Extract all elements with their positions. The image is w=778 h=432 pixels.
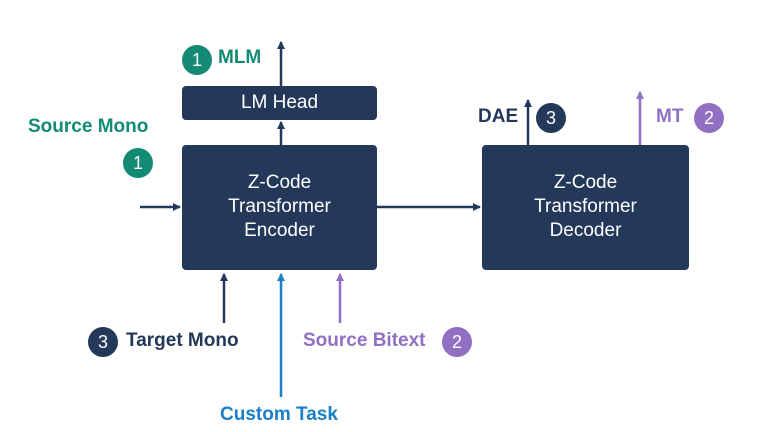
custom-task-label: Custom Task [220,404,338,425]
mt-label: MT [656,106,684,127]
encoder-box: Z-Code Transformer Encoder [182,145,377,270]
encoder-line-2: Transformer [228,196,331,217]
decoder-line-3: Decoder [549,220,622,241]
mlm-badge: 1 [182,45,212,75]
lm-head-label: LM Head [240,92,319,113]
decoder-line-1: Z-Code [553,172,618,193]
target-mono-badge: 3 [88,327,118,357]
encoder-line-1: Z-Code [247,172,312,193]
encoder-line-3: Encoder [244,220,315,241]
lm-head-box: LM Head [182,86,377,120]
target-mono-label: Target Mono [126,330,239,351]
decoder-line-2: Transformer [534,196,637,217]
source-bitext-badge: 2 [442,327,472,357]
mlm-label: MLM [218,47,262,68]
source-mono-badge: 1 [123,148,153,178]
source-mono-label: Source Mono [28,116,149,137]
decoder-box: Z-Code Transformer Decoder [482,145,689,270]
dae-badge: 3 [536,103,566,133]
mt-badge: 2 [694,103,724,133]
dae-label: DAE [478,106,519,127]
source-bitext-label: Source Bitext [303,330,426,351]
